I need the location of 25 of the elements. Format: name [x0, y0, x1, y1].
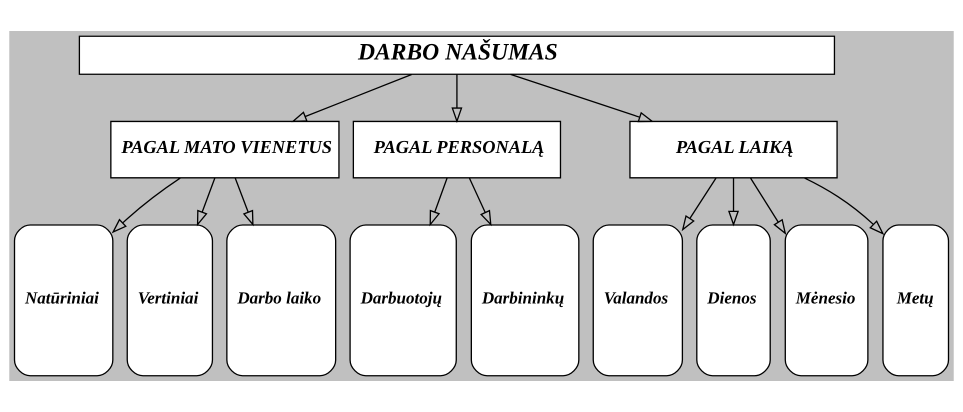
- node-box: PAGAL LAIKĄ: [629, 120, 838, 178]
- arrow: [510, 74, 654, 122]
- arrow: [750, 178, 786, 235]
- node-box: Valandos: [592, 224, 684, 376]
- node-box: DARBO NAŠUMAS: [78, 36, 836, 75]
- arrow: [112, 178, 181, 234]
- node-box: PAGAL PERSONALĄ: [352, 120, 562, 178]
- node-box: PAGAL MATO VIENETUS: [110, 120, 340, 178]
- node-box: Darbininkų: [470, 224, 580, 376]
- arrow: [468, 178, 492, 226]
- node-box: Dienos: [696, 224, 771, 376]
- node-box: Vertiniai: [126, 224, 214, 376]
- node-box: Darbo laiko: [226, 224, 336, 376]
- node-box: Darbuotojų: [349, 224, 457, 376]
- arrow: [196, 178, 216, 226]
- arrow: [728, 178, 740, 226]
- arrow: [430, 178, 448, 226]
- node-box: Mėnesio: [784, 224, 869, 376]
- arrow: [451, 74, 462, 124]
- arrow: [291, 74, 412, 122]
- node-box: Natūriniai: [14, 224, 114, 376]
- arrow: [234, 178, 254, 226]
- node-box: Metų: [882, 224, 950, 376]
- arrow: [804, 177, 884, 235]
- arrow: [682, 178, 716, 232]
